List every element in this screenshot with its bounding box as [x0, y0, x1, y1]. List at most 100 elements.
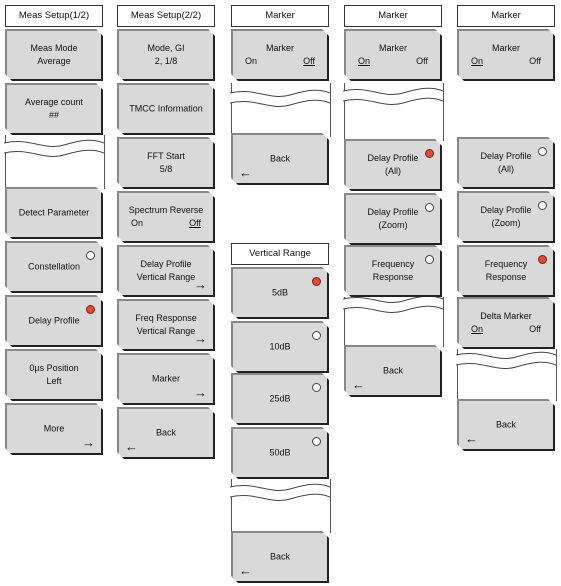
softkey-label: Average count	[25, 97, 83, 107]
radio-unselected-icon	[312, 437, 321, 446]
softkey-detect-parameter[interactable]: Detect Parameter	[5, 187, 103, 239]
softkey-label: FFT Start	[147, 151, 185, 161]
radio-unselected-icon	[425, 203, 434, 212]
break-mark	[230, 483, 330, 501]
softkey-text: Delay Profile(All)	[346, 152, 440, 178]
arrow-left-icon: ←	[239, 165, 252, 180]
softkey-text: 25dB	[233, 393, 327, 406]
softkey-text: Constellation	[7, 261, 101, 274]
menu-rail	[457, 375, 557, 401]
softkey-text: Delay Profile(Zoom)	[459, 204, 553, 230]
softkey-average-count[interactable]: Average count ##	[5, 83, 103, 135]
softkey-delay-profile-all[interactable]: Delay Profile (All)	[457, 137, 555, 189]
softkey-label: Spectrum Reverse	[128, 205, 204, 215]
menu-rail	[231, 505, 331, 533]
softkey-text: Delay Profile (Zoom)	[346, 206, 440, 232]
softkey-label: 2, 1/8	[154, 56, 178, 66]
softkey-back[interactable]: Back←	[231, 133, 329, 185]
softkey-label: Delay Profile	[140, 259, 192, 269]
softkey-text: 50dB	[233, 447, 327, 460]
softkey-5db[interactable]: 5dB	[231, 267, 329, 319]
softkey-back[interactable]: Back←	[457, 399, 555, 451]
arrow-left-icon: ←	[239, 563, 252, 578]
softkey-label: (Zoom)	[491, 218, 521, 228]
softkey-25db[interactable]: 25dB	[231, 373, 329, 425]
softkey-text: Back	[233, 153, 327, 166]
softkey-label: ##	[48, 110, 59, 120]
arrow-right-icon: →	[194, 385, 207, 400]
softkey-50db[interactable]: 50dB	[231, 427, 329, 479]
menu-title: Vertical Range	[231, 243, 329, 265]
softkey-label: More	[43, 423, 65, 434]
softkey-label: Constellation	[27, 261, 81, 272]
softkey-label: Meas Mode	[30, 43, 78, 53]
softkey-constellation[interactable]: Constellation	[5, 241, 103, 293]
menu-rail	[344, 319, 444, 347]
arrow-left-icon: ←	[125, 439, 138, 454]
softkey-label: Marker	[151, 373, 180, 384]
softkey-back[interactable]: Back←	[117, 407, 215, 459]
radio-unselected-icon	[538, 147, 547, 156]
softkey-label: Delay Profile	[480, 151, 532, 161]
softkey-delay-profile[interactable]: Delay Profile	[5, 295, 103, 347]
softkey-delay-profile-all[interactable]: Delay Profile(All)	[344, 139, 442, 191]
softkey-label: (Zoom)	[378, 220, 408, 230]
break-mark	[4, 139, 104, 157]
softkey-label: 25dB	[269, 393, 291, 404]
softkey-text: Marker	[119, 373, 213, 386]
softkey-delay-profile-zoom[interactable]: Delay Profile(Zoom)	[457, 191, 555, 243]
softkey-label: Detect Parameter	[18, 207, 90, 218]
toggle-on-label: On	[471, 324, 484, 334]
toggle-on-label: On	[471, 56, 484, 66]
radio-unselected-icon	[86, 251, 95, 260]
radio-selected-icon	[538, 255, 547, 264]
softkey-marker[interactable]: Marker →	[117, 353, 215, 405]
softkey-label: Left	[46, 376, 62, 386]
softkey-text: 10dB	[233, 341, 327, 354]
softkey-text: Back	[459, 419, 553, 432]
arrow-right-icon: →	[82, 435, 95, 450]
softkey-label: Back	[382, 365, 403, 376]
toggle-off-label: Off	[416, 56, 428, 66]
radio-unselected-icon	[312, 331, 321, 340]
softkey-more[interactable]: More →	[5, 403, 103, 455]
softkey-text: 5dB	[233, 287, 327, 300]
softkey-label: Average	[37, 56, 71, 66]
arrow-right-icon: →	[194, 277, 207, 292]
softkey-delay-profile-zoom[interactable]: Delay Profile (Zoom)	[344, 193, 442, 245]
softkey-back[interactable]: Back←	[231, 531, 329, 583]
softkey-text: TMCC Information	[119, 103, 213, 116]
toggle-off-label: Off	[529, 324, 541, 334]
softkey-back[interactable]: Back←	[344, 345, 442, 397]
softkey-label: Delta Marker	[480, 311, 532, 321]
toggle-on-label: On	[245, 56, 258, 66]
softkey-tmcc-information[interactable]: TMCC Information	[117, 83, 215, 135]
softkey-label: (All)	[498, 164, 514, 174]
softkey-text: More	[7, 423, 101, 436]
menu-rail	[5, 161, 105, 189]
radio-selected-icon	[425, 149, 434, 158]
softkey-label: Delay Profile	[367, 207, 419, 217]
radio-unselected-icon	[425, 255, 434, 264]
softkey-10db[interactable]: 10dB	[231, 321, 329, 373]
softkey-text: Delay Profile (All)	[459, 150, 553, 176]
radio-unselected-icon	[538, 201, 547, 210]
